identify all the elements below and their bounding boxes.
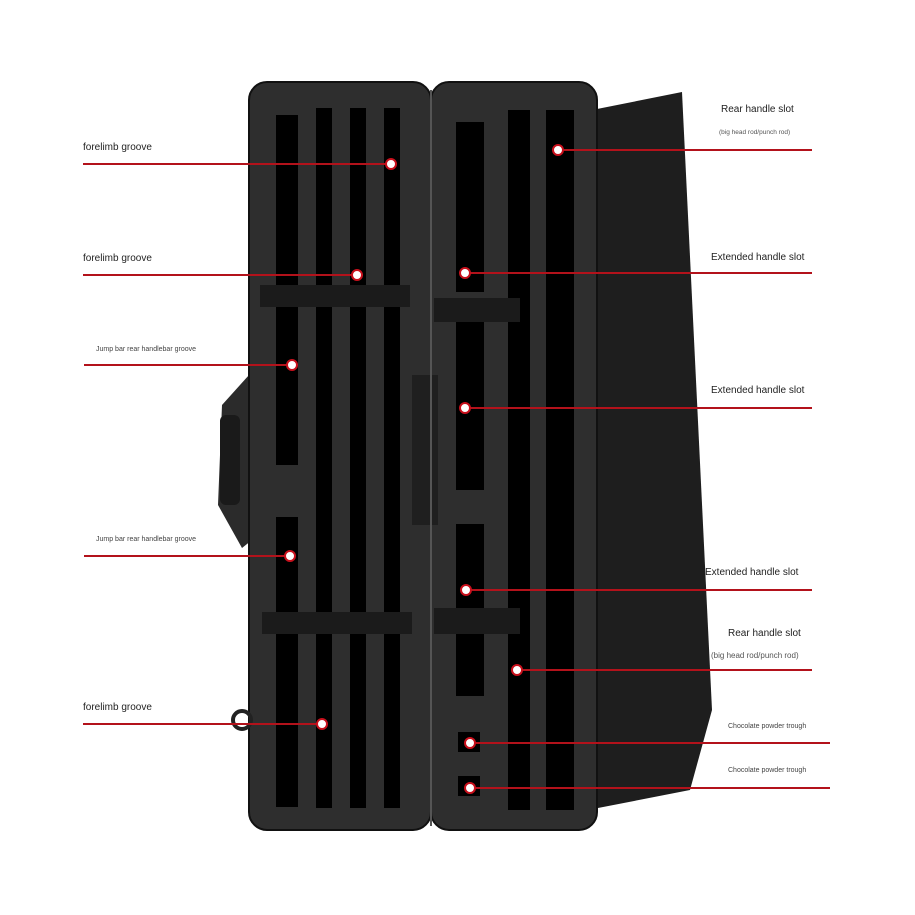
callout-label: Rear handle slot [728, 628, 801, 639]
callout-line [465, 272, 812, 274]
callout-dot [511, 664, 523, 676]
callout-dot [464, 782, 476, 794]
callout-label: Jump bar rear handlebar groove [96, 346, 197, 353]
callout-dot [459, 267, 471, 279]
callout-label: forelimb groove [83, 702, 152, 713]
callout-dot [459, 402, 471, 414]
callout-dot [284, 550, 296, 562]
callout-label: forelimb groove [83, 142, 152, 153]
callout-dot [316, 718, 328, 730]
callout-label: Extended handle slot [705, 567, 799, 578]
callout-line [83, 274, 357, 276]
callout-line [470, 742, 830, 744]
callout-label: Rear handle slot [721, 104, 794, 115]
callout-label: Jump bar rear handlebar groove [96, 536, 197, 543]
callout-line [84, 555, 290, 557]
callout-line [83, 723, 322, 725]
callout-sublabel: (big head rod/punch rod) [711, 651, 799, 660]
case-lid-flap [592, 92, 712, 808]
callout-dot [351, 269, 363, 281]
callout-line [558, 149, 812, 151]
callout-label: Chocolate powder trough [728, 767, 807, 774]
callout-dot [552, 144, 564, 156]
callout-label: Chocolate powder trough [728, 723, 807, 730]
callout-line [470, 787, 830, 789]
callout-dot [460, 584, 472, 596]
callout-line [465, 407, 812, 409]
callout-label: forelimb groove [83, 253, 152, 264]
callout-line [466, 589, 812, 591]
callout-dot [464, 737, 476, 749]
callout-label: Extended handle slot [711, 252, 805, 263]
callout-dot [385, 158, 397, 170]
callout-line [83, 163, 391, 165]
callout-line [517, 669, 812, 671]
callout-dot [286, 359, 298, 371]
callout-line [84, 364, 292, 366]
callout-label: Extended handle slot [711, 385, 805, 396]
callout-sublabel: (big head rod/punch rod) [719, 129, 791, 136]
